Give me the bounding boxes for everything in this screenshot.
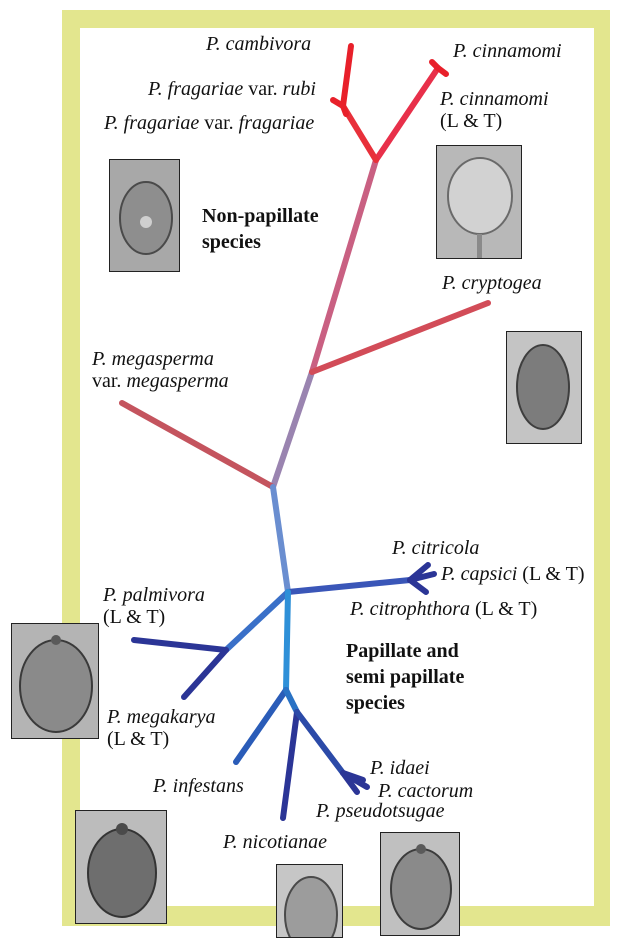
branch-cambivora	[343, 46, 351, 106]
sporangium-photo-4	[11, 623, 99, 739]
sporangium-photo-5	[75, 810, 167, 924]
branch-fragariae	[343, 106, 346, 114]
label-megakarya: P. megakarya(L & T)	[107, 706, 216, 750]
branch-infestans	[236, 690, 286, 762]
branch-pseudo-node	[286, 690, 297, 712]
label-fragariae-fragariae: P. fragariae var. fragariae	[104, 112, 314, 134]
branch-cinnamomi-lt	[438, 68, 446, 74]
label-nicotianae: P. nicotianae	[223, 831, 327, 853]
label-pseudotsugae: P. pseudotsugae	[316, 800, 445, 822]
branch-megakarya	[184, 650, 226, 697]
label-cactorum: P. cactorum	[378, 780, 473, 802]
label-citrophthora: P. citrophthora (L & T)	[350, 598, 537, 620]
label-infestans: P. infestans	[153, 775, 244, 797]
branch-citrophthora	[410, 580, 426, 592]
branch-nicotianae	[283, 712, 297, 818]
label-idaei: P. idaei	[370, 757, 430, 779]
branch-lower-mid	[286, 592, 288, 690]
branch-palmivora	[134, 640, 226, 650]
sporangium-photo-3	[506, 331, 582, 444]
sporangium-photo-7	[380, 832, 460, 936]
label-palmivora: P. palmivora(L & T)	[103, 584, 205, 628]
label-cryptogea: P. cryptogea	[442, 272, 542, 294]
sporangium-photo-1	[109, 159, 180, 272]
branch-cinnamomi	[376, 68, 438, 160]
label-cambivora: P. cambivora	[206, 33, 311, 55]
label-fragariae-rubi: P. fragariae var. rubi	[148, 78, 316, 100]
label-cinnamomi-lt: P. cinnamomi(L & T)	[440, 88, 549, 132]
sporangium-photo-2	[436, 145, 522, 259]
branch-capsici-group	[288, 580, 410, 592]
group-label-non-papillate: Non-papillate species	[202, 203, 319, 255]
branch-root-lower	[273, 487, 288, 592]
branch-upper-mid	[312, 160, 376, 372]
label-capsici: P. capsici (L & T)	[441, 563, 585, 585]
branch-megasperma	[122, 403, 273, 487]
branch-idaei-node	[297, 712, 343, 773]
label-cinnamomi: P. cinnamomi	[453, 40, 562, 62]
branch-root-upper	[273, 372, 312, 487]
group-label-papillate: Papillate and semi papillate species	[346, 638, 464, 716]
label-citricola: P. citricola	[392, 537, 479, 559]
branch-cryptogea	[312, 303, 488, 372]
branch-palmivora-node	[226, 592, 288, 650]
sporangium-photo-6	[276, 864, 343, 938]
